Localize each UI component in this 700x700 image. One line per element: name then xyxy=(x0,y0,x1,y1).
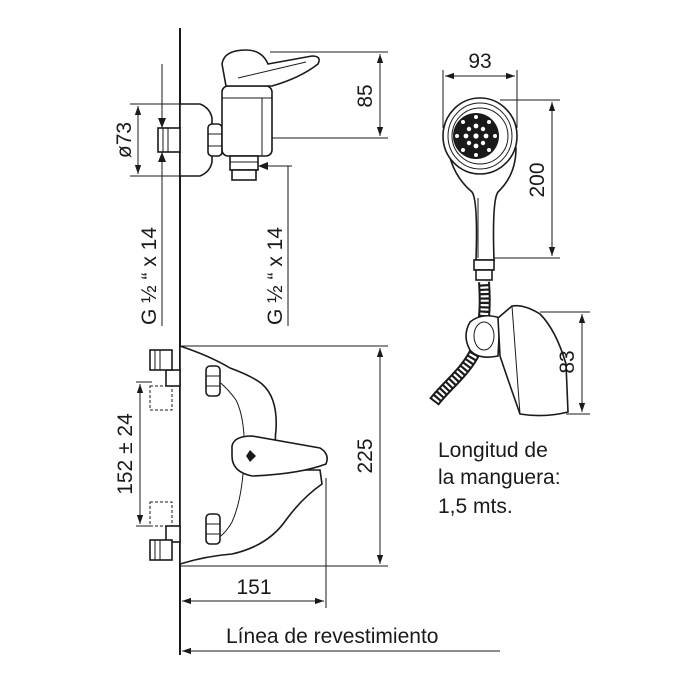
dim-83: 83 xyxy=(540,311,590,415)
hose-note-line-3: 1,5 mts. xyxy=(438,495,513,518)
label-152: 152 ± 24 xyxy=(114,413,137,495)
label-diameter-73: ø73 xyxy=(113,122,136,158)
label-200: 200 xyxy=(526,162,549,197)
hose-note-line-2: la manguera: xyxy=(438,466,561,489)
top-mixer-drawing xyxy=(157,49,320,181)
label-outlet-thread: G ½ “ x 14 xyxy=(264,227,287,325)
hose-note-line-1: Longitud de xyxy=(438,439,548,462)
dim-diameter-73: ø73 xyxy=(113,103,200,177)
dim-151: 151 xyxy=(182,478,327,608)
hose-length-note: Longitud de la manguera: 1,5 mts. xyxy=(438,439,561,518)
label-85: 85 xyxy=(354,84,377,107)
label-151: 151 xyxy=(236,576,271,599)
wall-line-text: Línea de revestimiento xyxy=(226,625,438,648)
dim-152: 152 ± 24 xyxy=(114,381,152,527)
dim-85: 85 xyxy=(270,51,388,139)
dim-outlet-thread: G ½ “ x 14 xyxy=(258,162,292,326)
label-93: 93 xyxy=(468,50,491,73)
dim-inlet-thread: G ½ “ x 14 xyxy=(138,64,166,326)
label-83: 83 xyxy=(556,350,579,373)
wall-line-label: Línea de revestimiento xyxy=(182,625,500,655)
hose-and-holder-drawing xyxy=(429,281,569,417)
dim-200: 200 xyxy=(494,99,560,259)
label-225: 225 xyxy=(354,438,377,473)
dim-225: 225 xyxy=(180,345,388,567)
dim-93: 93 xyxy=(442,50,518,128)
front-mixer-drawing xyxy=(149,344,328,566)
hand-shower-drawing xyxy=(442,97,518,281)
label-inlet-thread: G ½ “ x 14 xyxy=(138,227,161,325)
